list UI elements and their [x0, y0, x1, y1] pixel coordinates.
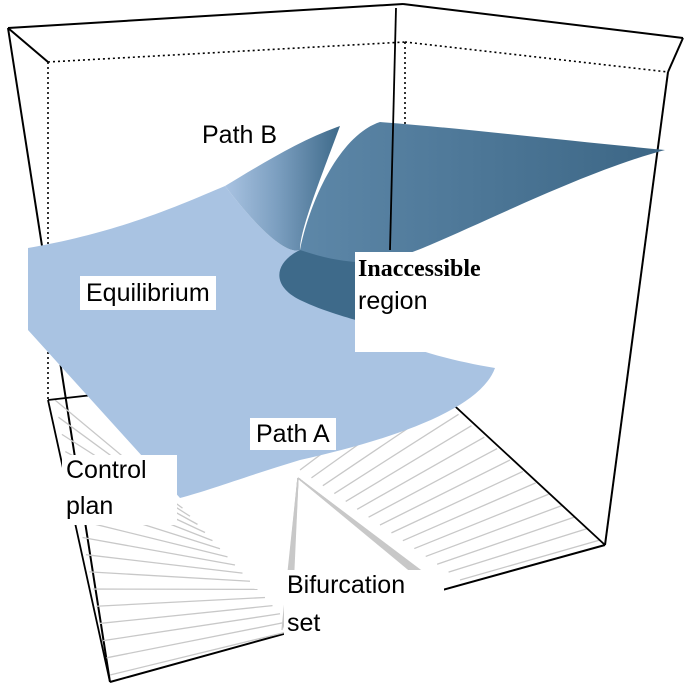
label-control-plan: Control plan — [62, 455, 177, 525]
projection-line — [103, 614, 280, 641]
projection-line — [449, 529, 588, 573]
projection-line — [391, 471, 522, 532]
label-control-line1: Control — [66, 455, 147, 485]
projection-line — [89, 572, 250, 581]
projection-line — [96, 598, 265, 607]
projection-line — [414, 494, 548, 548]
projection-line — [403, 483, 536, 541]
projection-line — [83, 538, 236, 566]
projection-line — [100, 606, 273, 624]
label-control-line2: plan — [66, 491, 113, 521]
label-bifurcation-line1: Bifurcation — [287, 570, 405, 600]
label-inaccessible-line1: Inaccessible — [358, 254, 481, 284]
label-path-a: Path A — [250, 418, 336, 450]
projection-line — [79, 520, 227, 557]
label-bifurcation-set: Bifurcation set — [284, 570, 444, 640]
projection-line — [110, 630, 295, 675]
label-inaccessible-region: Inaccessible region — [355, 252, 497, 352]
label-path-b: Path B — [202, 120, 277, 150]
label-inaccessible-line2: region — [358, 286, 428, 316]
label-equilibrium: Equilibrium — [80, 276, 216, 310]
equilibrium-surface-upper — [300, 122, 665, 262]
projection-line — [426, 506, 562, 557]
projection-line — [86, 555, 243, 573]
projection-line — [437, 517, 574, 564]
label-bifurcation-line2: set — [287, 608, 320, 638]
